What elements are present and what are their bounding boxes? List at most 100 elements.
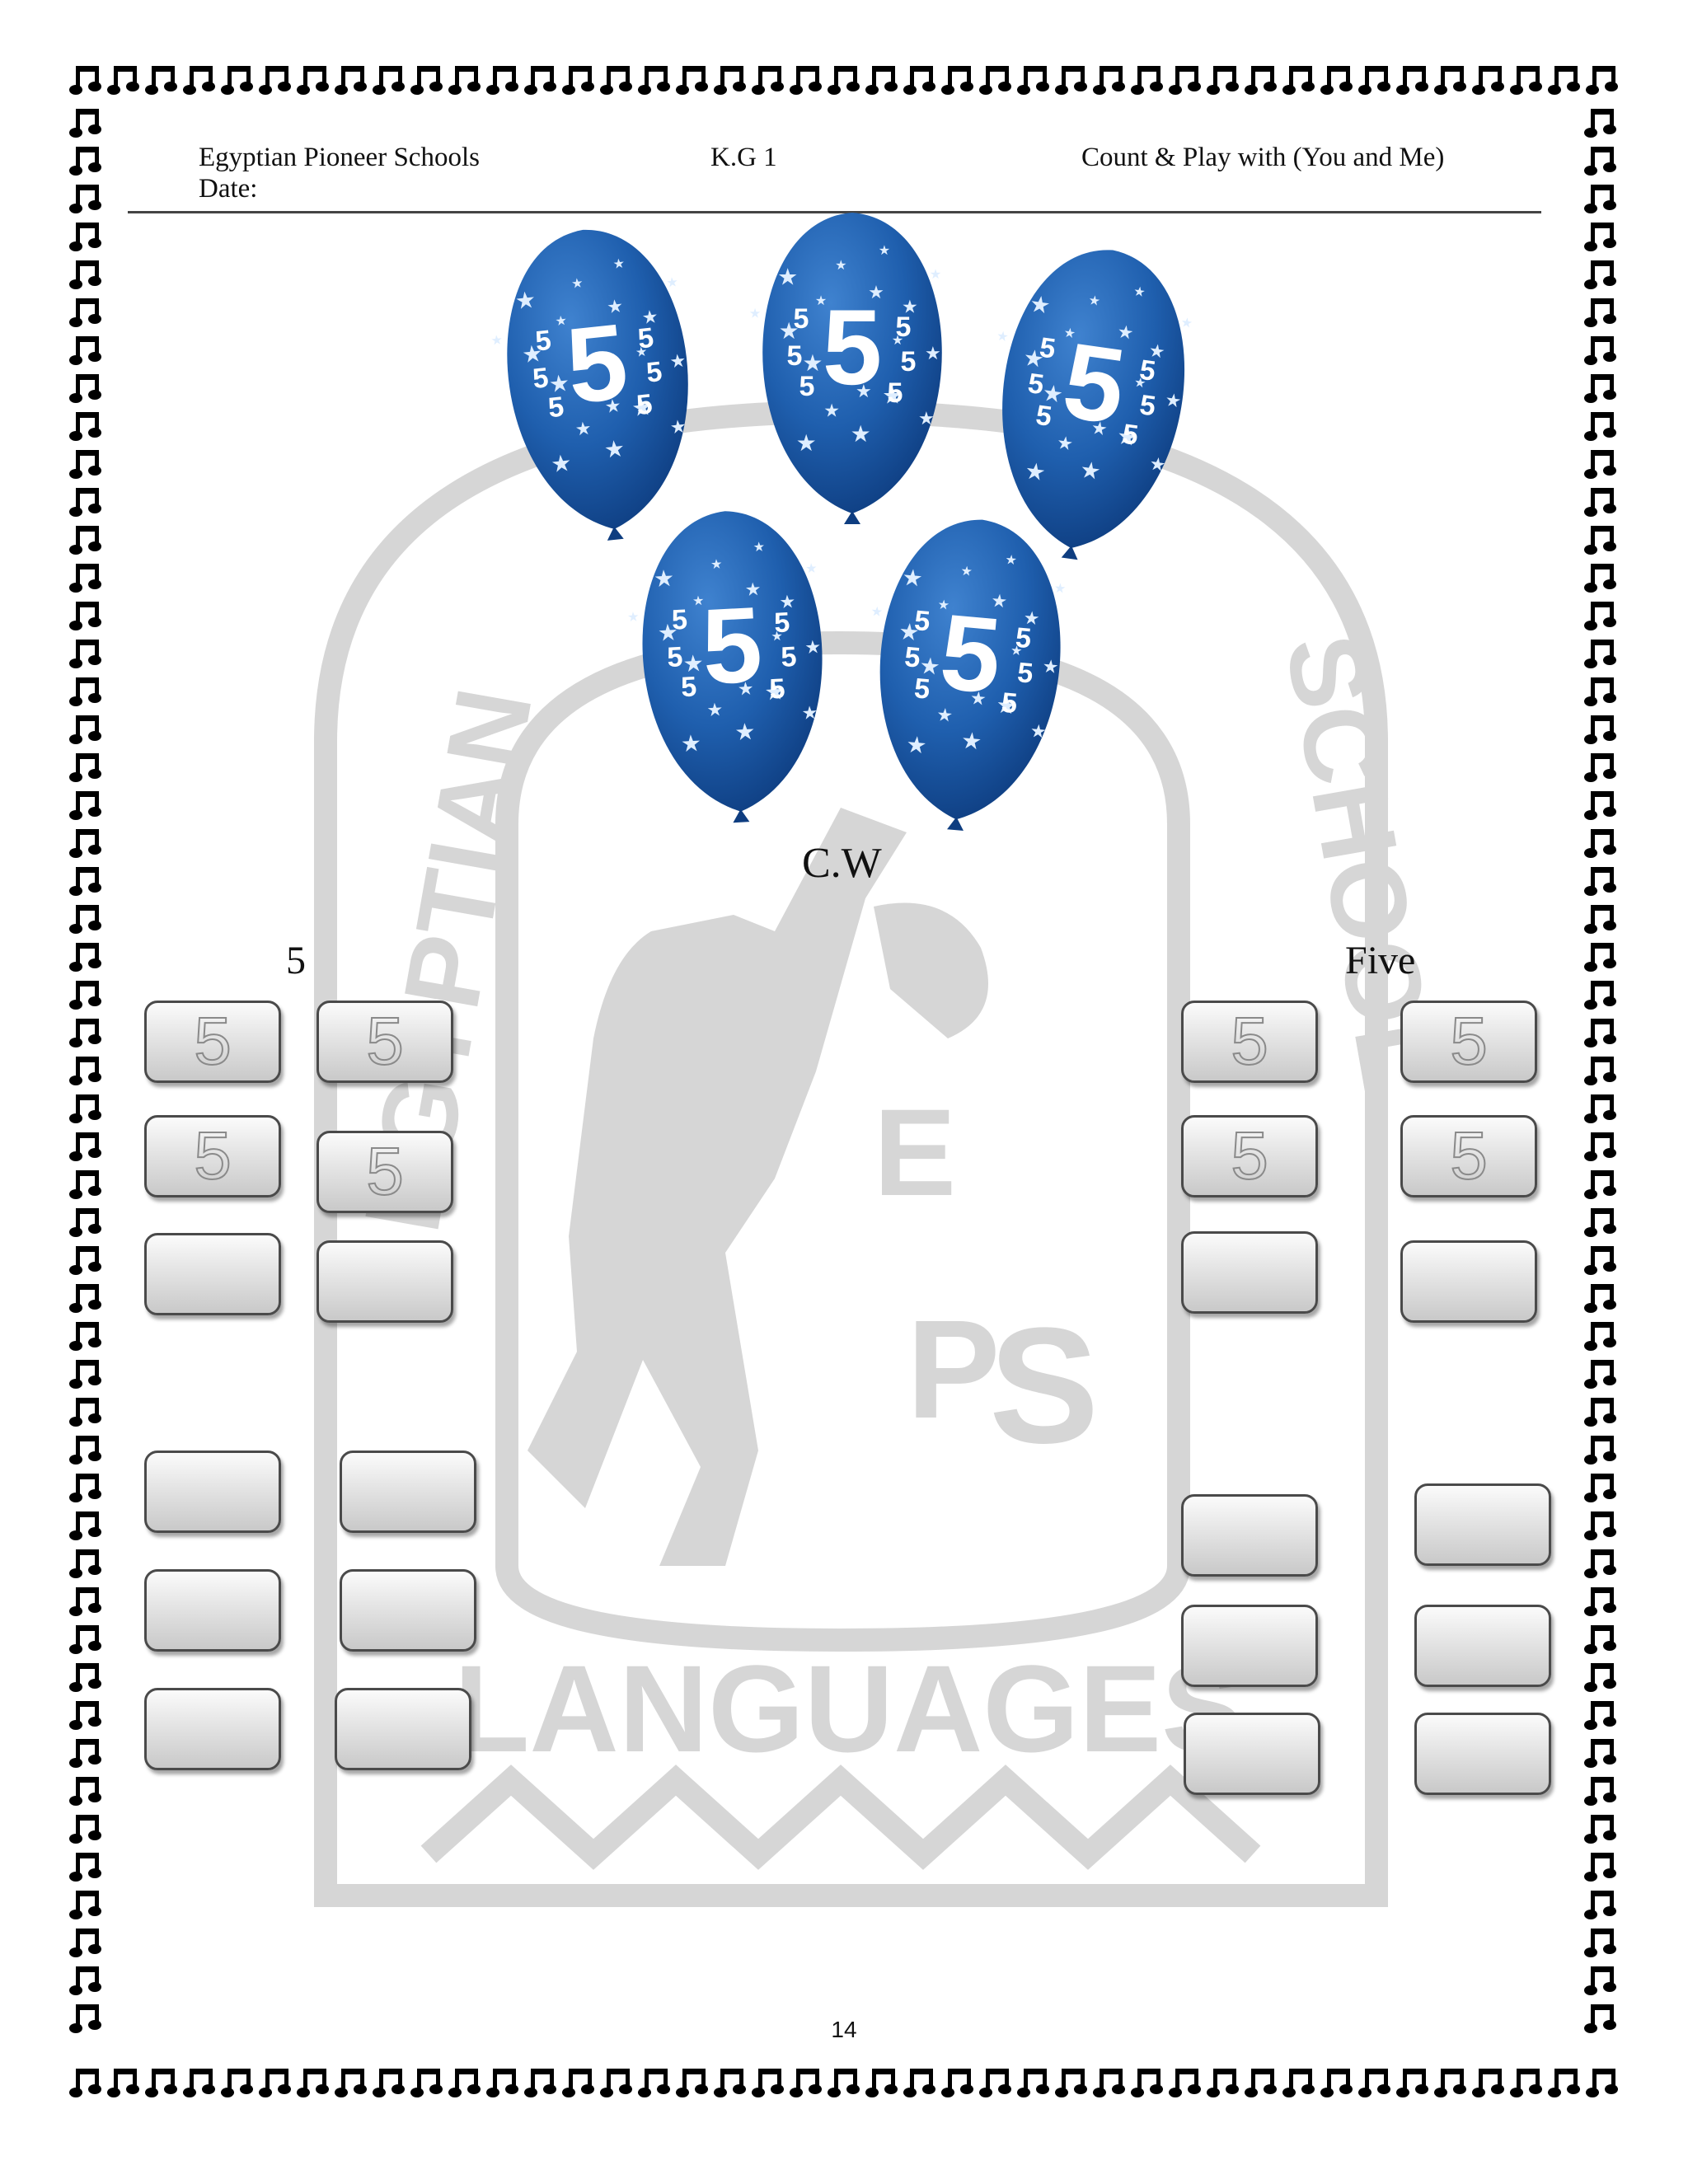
star-icon: ★ [823,401,840,421]
writing-box[interactable] [1184,1713,1320,1795]
writing-box[interactable] [316,1240,453,1323]
star-icon: ★ [744,579,762,601]
balloon-small-number: 5 [531,362,550,395]
star-icon: ★ [753,539,765,555]
right-heading: Five [1345,939,1416,982]
star-icon: ★ [901,564,924,593]
star-icon: ★ [665,274,678,290]
star-icon: ★ [1132,283,1146,300]
star-icon: ★ [1041,379,1065,409]
star-icon: ★ [734,718,757,746]
balloon-small-number: 5 [546,391,565,424]
balloon-small-number: 5 [635,388,654,421]
star-icon: ★ [937,597,950,613]
star-icon: ★ [779,317,799,344]
balloon-small-number: 5 [913,605,931,638]
star-icon: ★ [1023,457,1047,486]
star-icon: ★ [771,628,783,644]
writing-box[interactable] [1414,1605,1551,1687]
star-icon: ★ [1056,433,1075,456]
balloon-small-number: 5 [534,325,553,358]
trace-box[interactable]: 5 [1181,1115,1318,1197]
trace-box[interactable]: 5 [1400,1115,1537,1197]
writing-box[interactable] [1414,1713,1551,1795]
star-icon: ★ [870,603,884,620]
balloon-small-number: 5 [769,673,786,705]
star-icon: ★ [905,730,928,759]
star-icon: ★ [706,700,724,721]
star-icon: ★ [996,328,1010,345]
balloon-small-number: 5 [888,377,903,409]
star-icon: ★ [604,396,622,418]
star-icon: ★ [804,637,822,658]
balloon-small-number: 5 [781,641,798,673]
star-icon: ★ [930,266,941,282]
trace-box[interactable]: 5 [1400,1001,1537,1083]
star-icon: ★ [990,591,1008,613]
star-icon: ★ [918,652,941,681]
svg-text:P: P [907,1291,1000,1448]
star-icon: ★ [1078,456,1102,485]
section-label-cw: C.W [802,840,882,887]
writing-box[interactable] [335,1688,471,1770]
page-number: 14 [831,2017,857,2042]
star-icon: ★ [550,449,573,478]
trace-digit: 5 [193,1004,232,1079]
star-icon: ★ [879,242,890,258]
trace-digit: 5 [365,1134,405,1209]
star-icon: ★ [801,703,818,724]
star-icon: ★ [868,283,884,303]
trace-box[interactable]: 5 [316,1131,453,1213]
balloon-small-number: 5 [896,312,912,343]
writing-box[interactable] [144,1233,281,1315]
star-icon: ★ [680,729,702,757]
writing-box[interactable] [1181,1494,1318,1577]
star-icon: ★ [710,556,723,573]
star-icon: ★ [1090,418,1109,441]
writing-box[interactable] [144,1451,281,1533]
star-icon: ★ [1028,290,1052,320]
writing-box[interactable] [144,1688,281,1770]
star-icon: ★ [892,332,903,348]
writing-box[interactable] [340,1451,476,1533]
writing-box[interactable] [1181,1605,1318,1687]
balloon-small-number: 5 [1001,687,1019,720]
star-icon: ★ [935,705,954,727]
balloon-small-number: 5 [666,641,683,673]
star-icon: ★ [682,649,705,677]
writing-box[interactable] [1414,1483,1551,1566]
star-icon: ★ [1133,374,1147,391]
star-icon: ★ [1042,656,1060,678]
balloon-number: 5 [699,583,765,707]
star-icon: ★ [692,593,705,609]
star-icon: ★ [606,296,624,318]
balloon-small-number: 5 [901,346,917,377]
trace-box[interactable]: 5 [144,1001,281,1083]
writing-box[interactable] [1181,1231,1318,1314]
star-icon: ★ [835,257,846,273]
star-icon: ★ [1164,390,1183,413]
star-icon: ★ [513,286,537,315]
star-icon: ★ [802,349,823,377]
star-icon: ★ [1022,344,1046,373]
star-icon: ★ [805,560,818,577]
star-icon: ★ [969,688,987,710]
date-label: Date: [199,174,258,204]
star-icon: ★ [777,263,798,290]
star-icon: ★ [631,393,654,422]
header-divider [128,211,1541,213]
star-icon: ★ [1005,551,1018,568]
star-icon: ★ [657,618,679,646]
writing-box[interactable] [144,1569,281,1652]
trace-box[interactable]: 5 [316,1001,453,1083]
star-icon: ★ [856,382,872,402]
star-icon: ★ [960,727,983,756]
star-icon: ★ [1179,314,1193,331]
trace-digit: 5 [1230,1004,1269,1079]
trace-box[interactable]: 5 [144,1115,281,1197]
trace-box[interactable]: 5 [1181,1001,1318,1083]
writing-box[interactable] [1400,1240,1537,1323]
writing-box[interactable] [340,1569,476,1652]
